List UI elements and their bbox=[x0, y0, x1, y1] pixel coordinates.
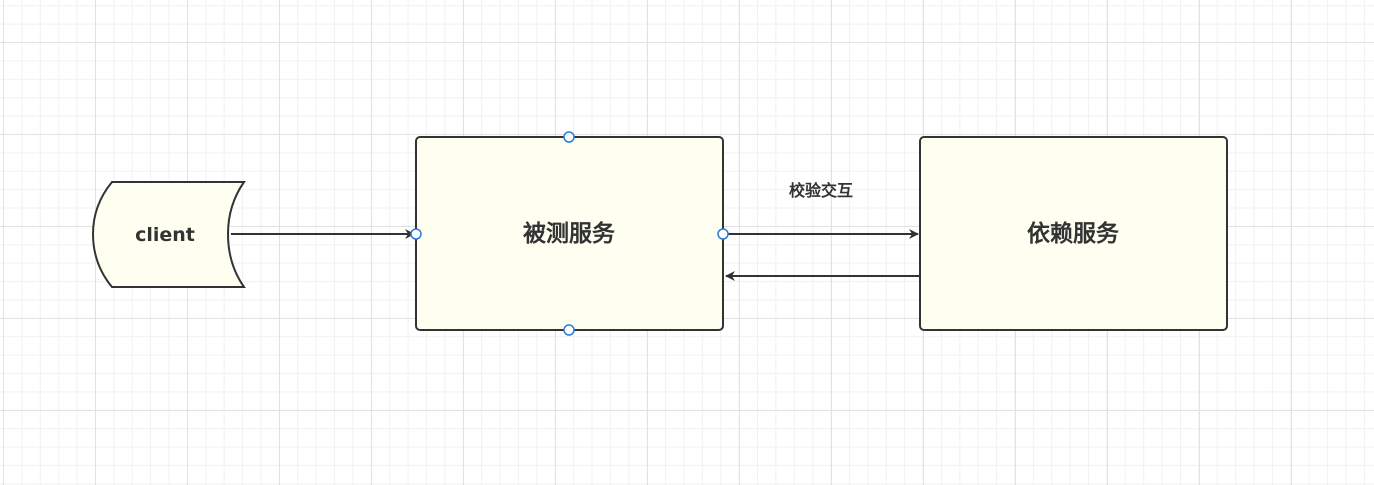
dependency-service-label: 依赖服务 bbox=[1027, 220, 1120, 247]
client-label: client bbox=[135, 224, 195, 246]
service-under-test-label: 被测服务 bbox=[523, 221, 616, 247]
selection-handles bbox=[410, 131, 729, 336]
connection-handle-top[interactable] bbox=[563, 131, 575, 143]
client-shape[interactable] bbox=[91, 181, 246, 288]
dependency-service-box[interactable] bbox=[919, 136, 1228, 331]
connection-handle-bottom[interactable] bbox=[563, 324, 575, 336]
node-client[interactable]: client bbox=[91, 181, 246, 288]
connection-handle-left[interactable] bbox=[410, 228, 422, 240]
node-service-under-test[interactable]: 被测服务 bbox=[415, 136, 724, 331]
node-dependency-service[interactable]: 依赖服务 bbox=[919, 136, 1228, 331]
edge-label-validation: 校验交互 bbox=[789, 181, 853, 200]
connection-handle-right[interactable] bbox=[717, 228, 729, 240]
